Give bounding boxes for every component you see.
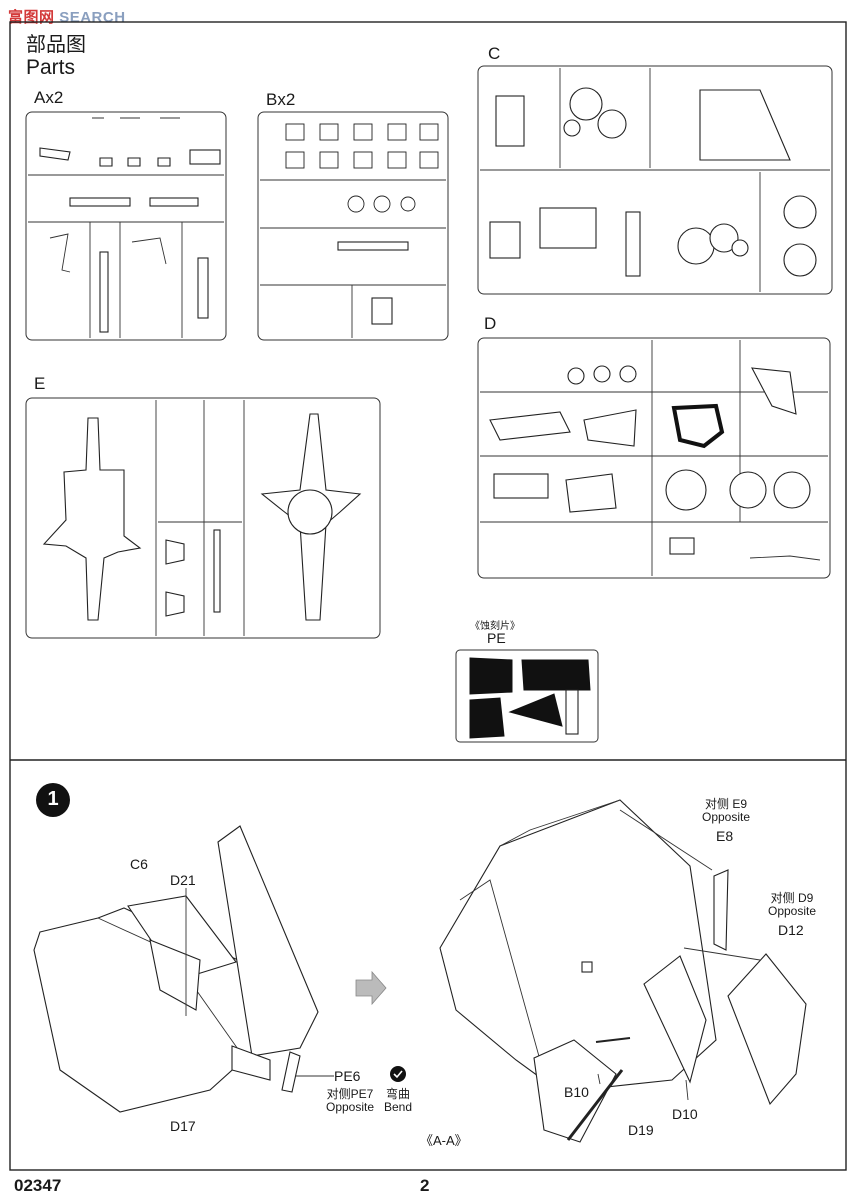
callout-d9-cn: 对侧 D9 bbox=[770, 891, 814, 905]
callout-b10: B10 bbox=[564, 1084, 589, 1100]
sprue-a-drawing bbox=[25, 111, 227, 341]
callout-pe7-cn: 对侧PE7 bbox=[326, 1087, 374, 1101]
callout-d17: D17 bbox=[170, 1118, 196, 1134]
step-number: 1 bbox=[47, 788, 59, 810]
page-number: 2 bbox=[420, 1176, 430, 1195]
callout-bend-cn: 弯曲 bbox=[385, 1087, 410, 1101]
page-title-en: Parts bbox=[26, 56, 76, 79]
callout-d9-en: Opposite bbox=[767, 904, 817, 918]
sprue-label-a: Ax2 bbox=[34, 88, 64, 107]
callout-c6: C6 bbox=[130, 856, 148, 872]
callout-pe7-opposite: 对侧PE7 Opposite bbox=[318, 1088, 382, 1114]
callout-d19: D19 bbox=[628, 1122, 654, 1138]
pe-caption: 《蚀刻片》 bbox=[470, 621, 520, 632]
pe-label: PE bbox=[487, 630, 506, 646]
product-code: 02347 bbox=[14, 1176, 62, 1195]
pe-fret-drawing bbox=[455, 649, 599, 743]
page-frame bbox=[9, 21, 847, 1171]
callout-bend: 弯曲 Bend bbox=[380, 1088, 416, 1114]
callout-pe7-en: Opposite bbox=[325, 1100, 375, 1114]
callout-e8: E8 bbox=[716, 828, 734, 844]
sprue-label-d: D bbox=[484, 314, 497, 333]
callout-e9-cn: 对侧 E9 bbox=[704, 797, 747, 811]
sprue-e-drawing bbox=[25, 397, 381, 639]
callout-d9-opposite: 对侧 D9 Opposite bbox=[760, 892, 824, 918]
sprue-d-drawing bbox=[477, 337, 831, 579]
step1-right-assembly bbox=[439, 799, 807, 1143]
callout-pe6: PE6 bbox=[334, 1068, 361, 1084]
sprue-c-drawing bbox=[477, 65, 833, 295]
step-number-badge bbox=[36, 783, 70, 817]
section-label: 《A-A》 bbox=[420, 1133, 468, 1148]
sprue-label-b: Bx2 bbox=[266, 90, 296, 109]
step1-left-assembly bbox=[33, 825, 406, 1113]
callout-d10: D10 bbox=[672, 1106, 698, 1122]
sprue-label-e: E bbox=[34, 374, 46, 393]
callout-bend-en: Bend bbox=[383, 1100, 413, 1114]
assembly-arrow bbox=[355, 970, 387, 1006]
sprue-b-drawing bbox=[257, 111, 449, 341]
callout-d12: D12 bbox=[778, 922, 804, 938]
callout-e9-en: Opposite bbox=[701, 810, 751, 824]
callout-d21: D21 bbox=[170, 872, 196, 888]
page-title-cn: 部品图 bbox=[26, 32, 86, 56]
sprue-label-c: C bbox=[488, 44, 501, 63]
callout-e9-opposite: 对侧 E9 Opposite bbox=[694, 798, 758, 824]
